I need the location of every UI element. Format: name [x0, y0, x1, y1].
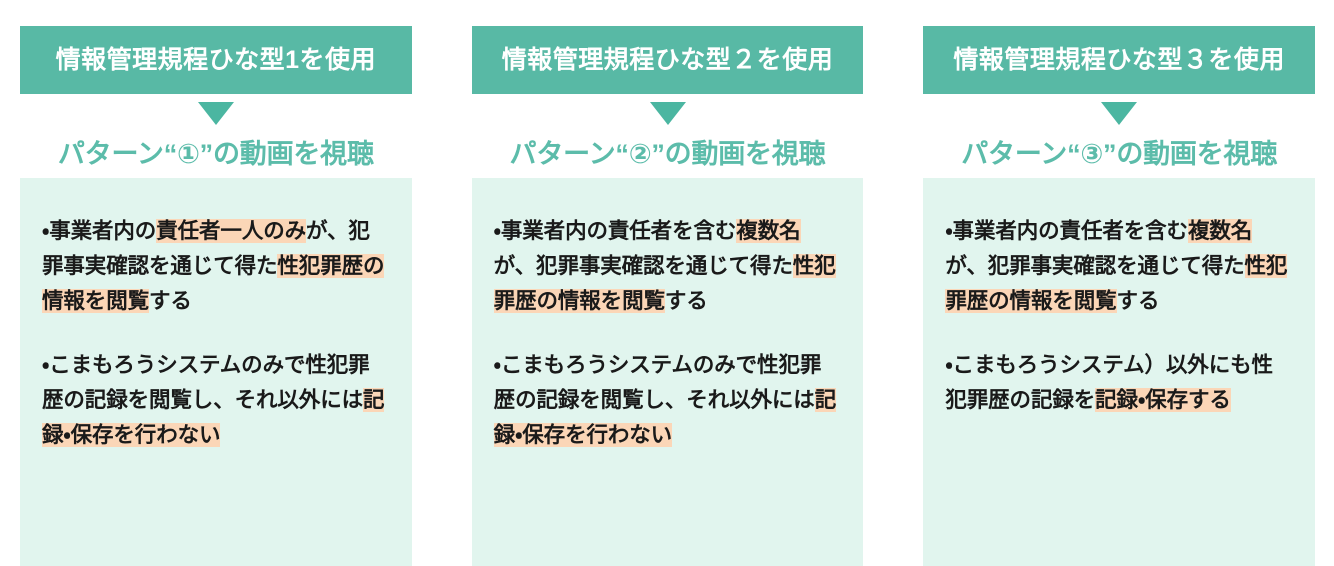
pattern-paragraph: ・こまもろうシステムのみで性犯罪歴の記録を閲覧し、それ以外には記録・保存を行わな… — [42, 348, 390, 452]
highlighted-text: 複数名 — [1187, 219, 1253, 243]
pattern-paragraph: ・こまもろうシステムのみで性犯罪歴の記録を閲覧し、それ以外には記録・保存を行わな… — [493, 348, 842, 452]
pattern-column-1: 情報管理規程ひな型1を使用 パターン“①”の動画を視聴 ・事業者内の責任者一人の… — [20, 0, 412, 566]
pattern-column-2: 情報管理規程ひな型２を使用 パターン“②”の動画を視聴 ・事業者内の責任者を含む… — [471, 0, 864, 566]
triangle-down-icon — [1101, 101, 1138, 125]
pattern-paragraph: ・事業者内の責任者一人のみが、犯罪事実確認を通じて得た性犯罪歴の情報を閲覧する — [42, 214, 390, 318]
triangle-down-icon — [649, 101, 686, 125]
pattern-panel-3: ・事業者内の責任者を含む複数名が、犯罪事実確認を通じて得た性犯罪歴の情報を閲覧す… — [923, 178, 1316, 566]
triangle-down-icon — [197, 101, 234, 125]
template-header-1: 情報管理規程ひな型1を使用 — [20, 26, 412, 94]
pattern-paragraph: ・事業者内の責任者を含む複数名が、犯罪事実確認を通じて得た性犯罪歴の情報を閲覧す… — [493, 214, 842, 318]
template-header-2: 情報管理規程ひな型２を使用 — [471, 26, 864, 94]
pattern-subtitle-2: パターン“②”の動画を視聴 — [509, 139, 826, 170]
template-header-3: 情報管理規程ひな型３を使用 — [923, 26, 1316, 94]
plain-text: ・こまもろうシステムのみで性犯罪歴の記録を閲覧し、それ以外には — [42, 353, 370, 413]
pattern-subtitle-1: パターン“①”の動画を視聴 — [57, 139, 374, 170]
flow-arrow-2 — [472, 94, 864, 132]
plain-text: する — [1116, 288, 1160, 313]
plain-text: が、犯罪事実確認を通じて得た — [42, 219, 370, 278]
plain-text: する — [664, 288, 708, 313]
highlighted-text: 責任者一人のみ — [156, 219, 307, 243]
pattern-subtitle-3: パターン“③”の動画を視聴 — [961, 139, 1278, 170]
plain-text: ・こまもろうシステムのみで性犯罪歴の記録を閲覧し、それ以外には — [493, 353, 822, 413]
plain-text: ・事業者内の責任者を含む — [945, 219, 1188, 243]
highlighted-text: 複数名 — [736, 219, 801, 243]
plain-text: ・事業者内の — [42, 219, 157, 243]
pattern-paragraph: ・こまもろうシステム）以外にも性犯罪歴の記録を記録・保存する — [945, 348, 1293, 418]
pattern-column-3: 情報管理規程ひな型３を使用 パターン“③”の動画を視聴 ・事業者内の責任者を含む… — [923, 0, 1316, 566]
pattern-panel-1: ・事業者内の責任者一人のみが、犯罪事実確認を通じて得た性犯罪歴の情報を閲覧する … — [20, 178, 412, 566]
plain-text: ・事業者内の責任者を含む — [493, 219, 737, 243]
plain-text: ・こまもろうシステム）以外にも性犯罪歴の記録を — [945, 353, 1273, 413]
highlighted-text: 記録・保存する — [1095, 388, 1231, 413]
flow-arrow-1 — [20, 94, 412, 132]
plain-text: が、犯罪事実確認を通じて得た — [945, 253, 1245, 278]
pattern-panel-2: ・事業者内の責任者を含む複数名が、犯罪事実確認を通じて得た性犯罪歴の情報を閲覧す… — [471, 178, 864, 566]
plain-text: する — [149, 288, 192, 313]
plain-text: が、犯罪事実確認を通じて得た — [493, 253, 793, 278]
pattern-paragraph: ・事業者内の責任者を含む複数名が、犯罪事実確認を通じて得た性犯罪歴の情報を閲覧す… — [945, 214, 1293, 318]
flow-arrow-3 — [923, 94, 1315, 132]
